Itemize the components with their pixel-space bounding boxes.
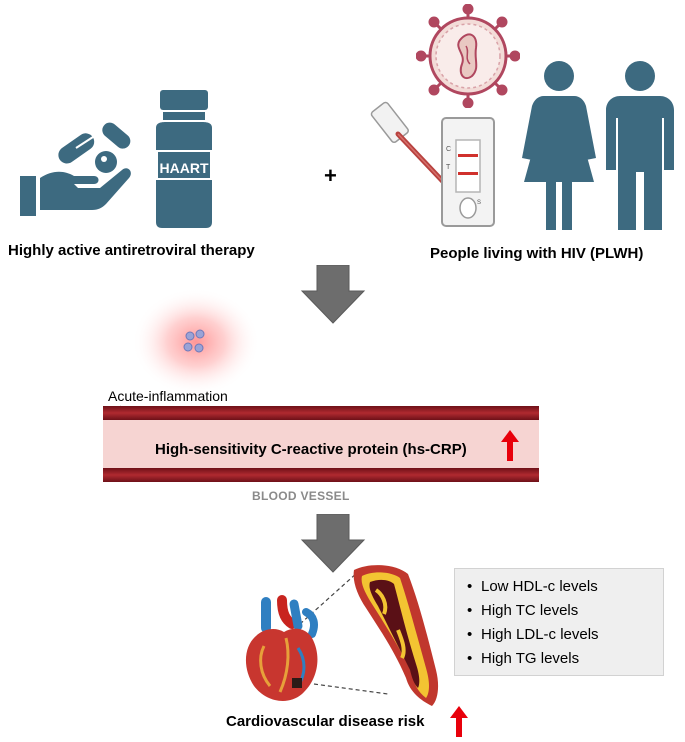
haart-badge: HAART [159,160,209,176]
therapy-caption: Highly active antiretroviral therapy [8,242,255,259]
increase-arrow-icon [501,430,519,461]
heart-icon [245,595,318,701]
list-item: •High TG levels [467,650,580,667]
risk-factor-label: High TC levels [481,602,579,619]
increase-arrow-icon [450,706,468,737]
zoom-connectors [299,571,389,695]
pill-hand-icon [20,122,131,216]
outcome-caption: Cardiovascular disease risk [226,713,425,730]
plwh-caption: People living with HIV (PLWH) [430,245,644,262]
plus-sign: + [324,163,337,188]
hiv-virus-icon [416,4,520,108]
list-item: •Low HDL-c levels [467,578,598,595]
risk-factor-list: •Low HDL-c levels •High TC levels •High … [454,568,664,676]
artery-plaque-icon [353,565,439,706]
person-male-icon [606,61,674,230]
inflammation-label: Acute-inflammation [108,388,228,404]
list-item: •High LDL-c levels [467,626,599,643]
test-mark-c: C [446,146,452,153]
person-female-icon [522,61,596,230]
flow-arrow-down-1 [300,265,366,324]
inflamed-cell-icon [132,290,260,396]
risk-factor-label: High TG levels [481,650,580,667]
test-mark-s: S [477,200,482,206]
medicine-bottle-icon [156,90,212,228]
flow-arrow-down-2 [300,514,366,573]
risk-factor-label: High LDL-c levels [481,626,599,643]
test-mark-t: T [446,164,451,171]
vessel-caption: BLOOD VESSEL [252,489,350,503]
hs-crp-label: High-sensitivity C-reactive protein (hs-… [155,441,467,458]
list-item: •High TC levels [467,602,579,619]
risk-factor-label: Low HDL-c levels [481,578,598,595]
blood-vessel [103,406,539,482]
rapid-test-icon [441,117,495,227]
